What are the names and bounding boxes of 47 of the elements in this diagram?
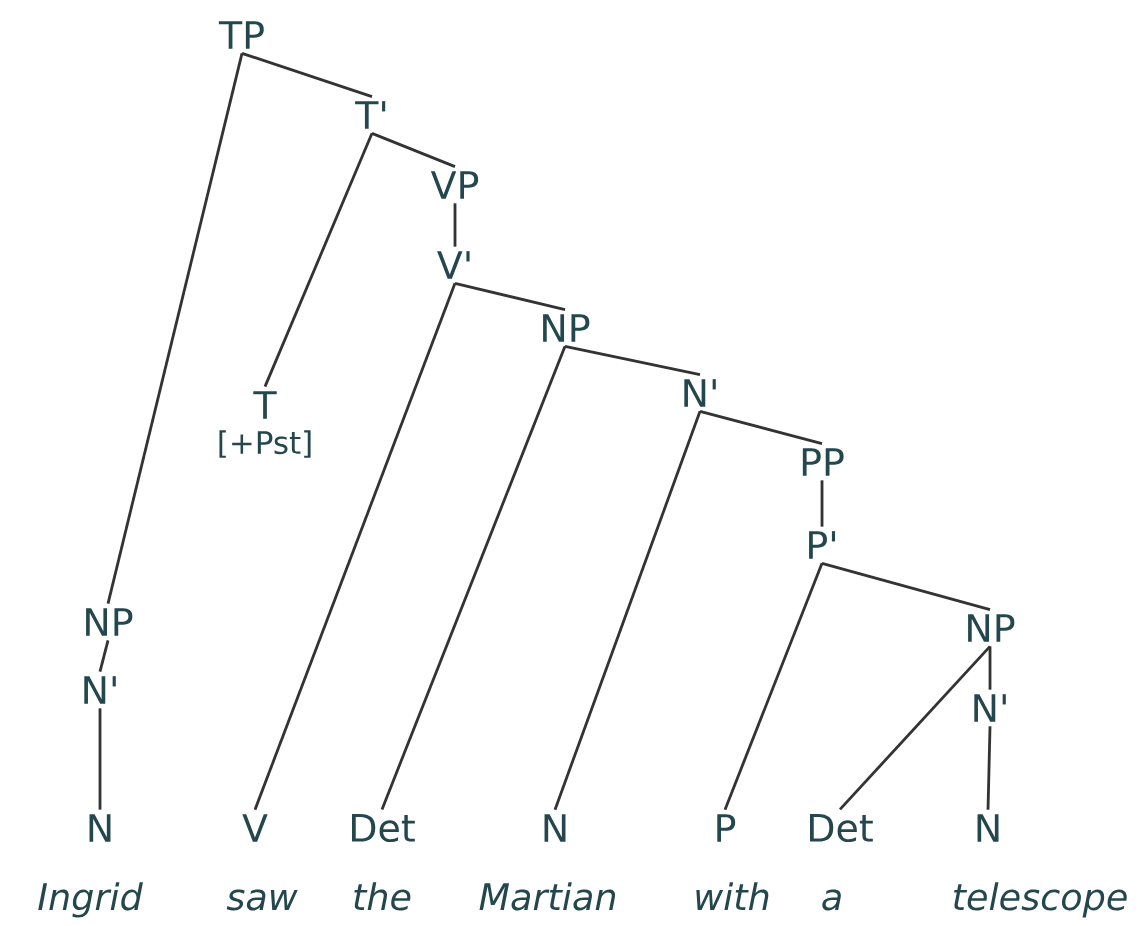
branch-line [986, 726, 992, 810]
category-label: NP [968, 614, 1015, 642]
category-label: N' [684, 379, 716, 407]
category-label: N [89, 814, 111, 842]
branch-line [553, 410, 702, 811]
word-label: Martian [479, 882, 616, 911]
branch-line [564, 344, 701, 377]
category-label: VP [430, 171, 479, 199]
branch-line [241, 52, 373, 98]
branch-line [98, 708, 102, 810]
word-label: the [354, 882, 411, 911]
branch-line [699, 409, 823, 445]
branch-line [453, 203, 457, 247]
category-label: NP [86, 608, 133, 636]
word-label: telescope [954, 882, 1127, 918]
branch-line [838, 645, 992, 811]
branch-line [253, 282, 457, 811]
branch-line [98, 640, 110, 672]
branch-line [988, 646, 992, 690]
category-label: T [253, 391, 277, 419]
branch-line [106, 53, 244, 604]
category-label: P' [809, 531, 836, 559]
branch-line [263, 132, 374, 388]
branch-line [723, 562, 824, 811]
category-label: TP [218, 21, 264, 49]
category-label: NP [543, 314, 590, 342]
category-label: N' [974, 694, 1006, 722]
branch-line [380, 345, 567, 810]
category-label: V [242, 814, 268, 842]
feature-label: [+Pst] [219, 430, 311, 458]
category-label: T' [355, 101, 386, 129]
category-label: N [544, 814, 566, 842]
category-label: Det [352, 813, 415, 843]
branch-line [371, 132, 456, 168]
word-label: a [822, 889, 841, 911]
word-label: with [696, 882, 769, 910]
branch-line [820, 480, 824, 527]
category-label: PP [802, 448, 844, 476]
word-label: saw [226, 889, 298, 911]
category-label: N' [84, 676, 116, 704]
branch-line [454, 281, 566, 312]
category-label: P [717, 814, 736, 842]
category-label: V' [437, 251, 470, 279]
category-label: Det [810, 813, 873, 843]
category-label: N [977, 814, 999, 842]
word-label: Ingrid [38, 882, 143, 918]
branch-line [821, 561, 991, 611]
